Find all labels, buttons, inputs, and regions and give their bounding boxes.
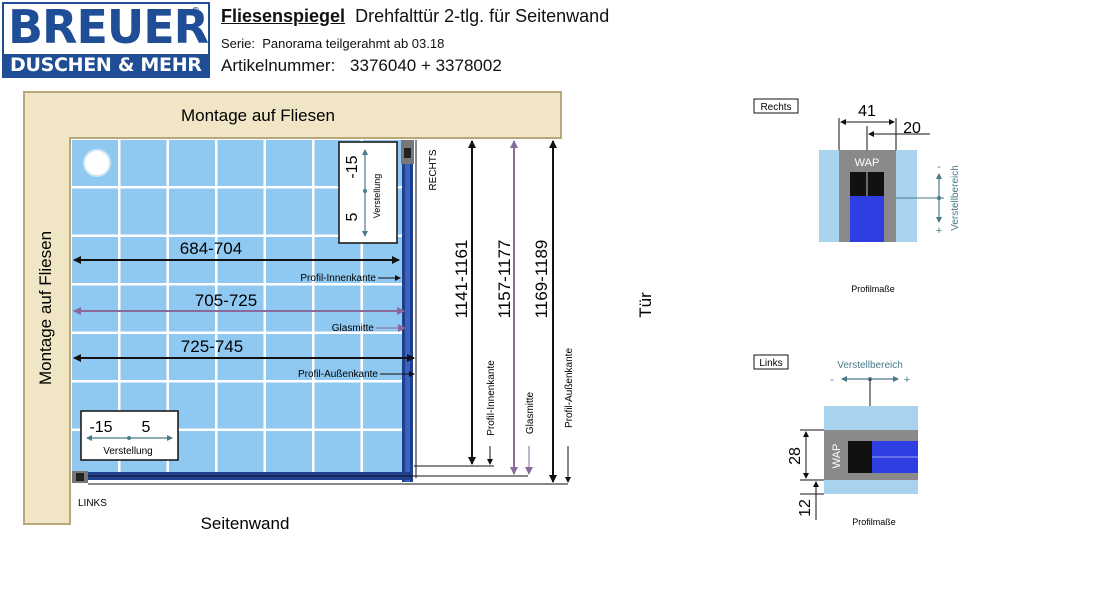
- adjust-bottom-dot: [127, 436, 131, 440]
- rechts-plus: +: [936, 225, 942, 237]
- rechts-glass: [850, 196, 884, 242]
- serie-line: Serie: Panorama teilgerahmt ab 03.18: [221, 36, 444, 51]
- dim-v2-value: 1157-1177: [495, 240, 514, 319]
- drain-circle: [83, 149, 111, 177]
- links-tag-box: [753, 354, 789, 370]
- mount-top-label: Montage auf Fliesen: [181, 106, 335, 125]
- links-wap: WAP: [831, 444, 843, 469]
- links-profile-left: [824, 430, 848, 480]
- serie-value: Panorama teilgerahmt ab 03.18: [262, 36, 445, 51]
- rechts-caption: Profilmaße: [851, 284, 895, 294]
- rechts-label: RECHTS: [428, 149, 439, 190]
- dim-h1-label: Profil-Innenkante: [300, 273, 376, 284]
- adjust-bottom-label: Verstellung: [103, 446, 152, 457]
- brand-logo: BREUER ® DUSCHEN & MEHR: [2, 0, 210, 78]
- links-range-label: Verstellbereich: [837, 360, 903, 371]
- title-bold: Fliesenspiegel: [221, 6, 346, 26]
- title-rest: Drehfalttür 2-tlg. für Seitenwand: [355, 6, 610, 26]
- dim-h1-value: 684-704: [180, 239, 242, 258]
- links-minus: -: [830, 374, 834, 386]
- side-wall-label: Seitenwand: [201, 514, 290, 533]
- rechts-minus: -: [937, 161, 941, 173]
- adjust-top-a: -15: [344, 155, 361, 178]
- dim-v1-label: Profil-Innenkante: [486, 360, 497, 436]
- rechts-dim2-value: 20: [903, 120, 921, 137]
- logo-brand-name: BREUER: [8, 0, 209, 54]
- rechts-profile-top: [839, 150, 896, 172]
- adjust-bottom-a: -15: [89, 419, 112, 436]
- adjust-top-dot: [363, 189, 367, 193]
- rechts-tag: Rechts: [760, 102, 791, 113]
- mount-left-label: Montage auf Fliesen: [36, 231, 55, 385]
- dim-v3-label: Profil-Außenkante: [564, 348, 575, 428]
- profile-vertical-inner: [405, 140, 410, 482]
- rechts-range-dot: [937, 196, 941, 200]
- article-label: Artikelnummer:: [221, 56, 336, 75]
- links-dim1-value: 28: [787, 447, 804, 465]
- article-line: Artikelnummer: 3376040 + 3378002: [221, 56, 502, 76]
- links-black-block: [848, 441, 872, 473]
- adjust-top-label: Verstellung: [372, 174, 382, 219]
- links-caption: Profilmaße: [852, 517, 896, 527]
- links-plus: +: [904, 374, 910, 386]
- dim-h2-label: Glasmitte: [332, 323, 375, 334]
- dim-v3-value: 1169-1189: [532, 240, 551, 319]
- adjust-top-b: 5: [344, 212, 361, 221]
- article-value: 3376040 + 3378002: [350, 56, 502, 75]
- rechts-range-label: Verstellbereich: [950, 165, 961, 231]
- links-label: LINKS: [78, 498, 107, 509]
- links-dim2-value: 12: [797, 499, 814, 517]
- adjust-box-top: [338, 141, 398, 244]
- logo-registered-mark: ®: [192, 6, 200, 17]
- profile-bottom-block-inner: [76, 473, 84, 481]
- adjust-bottom-b: 5: [142, 419, 151, 436]
- dim-v1-value: 1141-1161: [452, 240, 471, 319]
- serie-label: Serie:: [221, 36, 255, 51]
- dim-h3-value: 725-745: [181, 337, 243, 356]
- rechts-tag-box: [753, 98, 799, 114]
- dim-h2-value: 705-725: [195, 291, 257, 310]
- wall-frame: [23, 91, 562, 525]
- dim-v2-label: Glasmitte: [525, 391, 536, 434]
- logo-tagline: DUSCHEN & MEHR: [10, 54, 202, 76]
- profile-top-block-inner: [404, 148, 411, 158]
- logo-top-panel: BREUER ®: [4, 0, 209, 54]
- links-tag: Links: [759, 358, 782, 369]
- page-title: Fliesenspiegel Drehfalttür 2-tlg. für Se…: [221, 6, 609, 27]
- rechts-dim1-value: 41: [858, 103, 876, 120]
- dim-h3-label: Profil-Außenkante: [298, 369, 378, 380]
- door-label: Tür: [636, 292, 655, 318]
- rechts-wap: WAP: [855, 157, 880, 169]
